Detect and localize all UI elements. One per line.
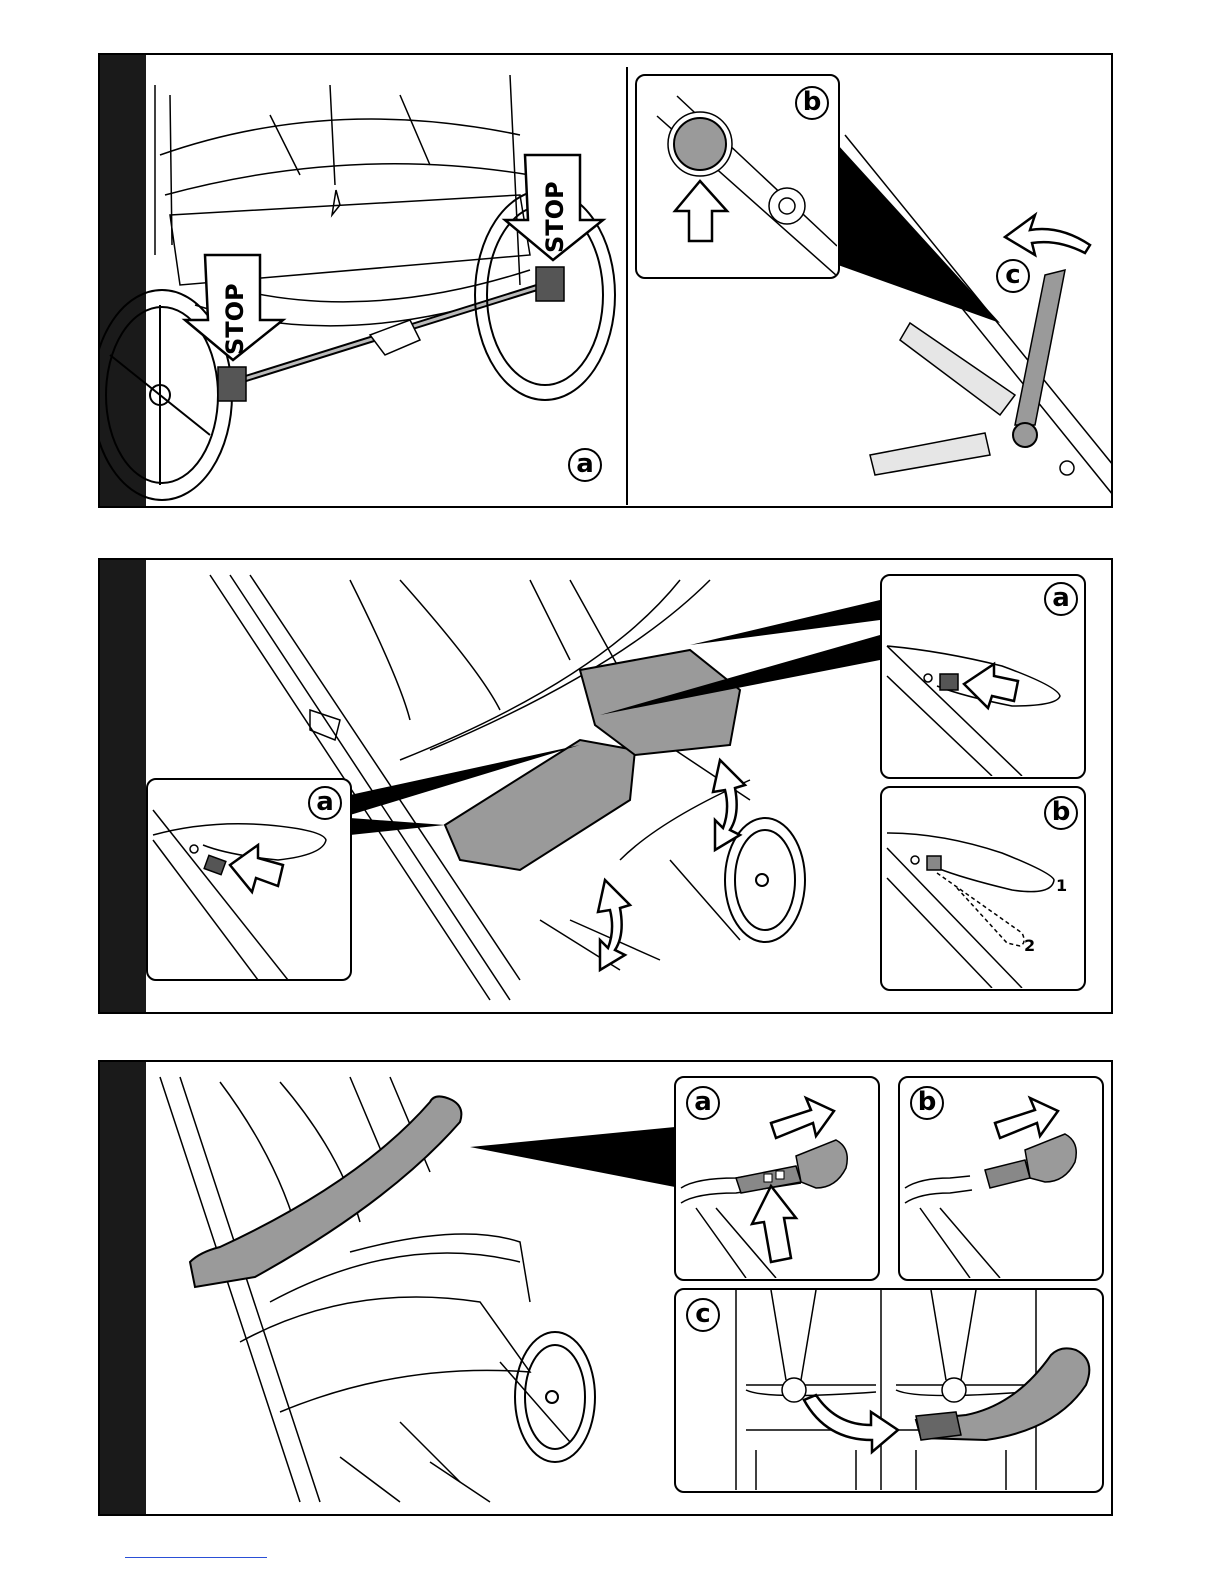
push-arrow-icon — [675, 181, 727, 241]
stop-label-right: STOP — [541, 181, 569, 253]
step-label-b: b — [795, 86, 829, 120]
push-arrow-icon — [230, 845, 283, 892]
step-label-a: a — [568, 448, 602, 482]
position-1-label: 1 — [1056, 876, 1067, 895]
stop-arrow-icon: STOP — [505, 155, 603, 260]
push-arrow-icon — [752, 1186, 796, 1262]
instruction-panel-2: a a b 1 2 — [98, 558, 1113, 1014]
step-label-c: c — [686, 1298, 720, 1332]
push-arrow-icon — [964, 664, 1018, 708]
remove-arrow-icon — [771, 1098, 834, 1138]
position-2-label: 2 — [1024, 936, 1035, 955]
instruction-panel-1: STOP STOP a c — [98, 53, 1113, 508]
rotate-arrow-icon — [1005, 215, 1090, 255]
inset-a-right-footrest-button: a — [880, 574, 1086, 779]
remove-arrow-icon — [995, 1098, 1058, 1138]
step-label-a-right: a — [1044, 582, 1078, 616]
lift-arrow-icon — [713, 760, 745, 850]
step-label-a-left: a — [308, 786, 342, 820]
inset-b-bumper-removed: b — [898, 1076, 1104, 1281]
inset-b-release-button: b — [635, 74, 840, 279]
inset-b-footrest-positions: b 1 2 — [880, 786, 1086, 991]
step-label-b: b — [910, 1086, 944, 1120]
inset-a-bumper-release: a — [674, 1076, 880, 1281]
inset-a-left-footrest-button: a — [146, 778, 352, 981]
rotate-arrow-icon — [804, 1395, 898, 1452]
lift-arrow-icon — [598, 880, 630, 970]
inset-c-bumper-crotch-strap: c — [674, 1288, 1104, 1493]
stroller-brake-illustration: STOP STOP — [100, 55, 1113, 508]
step-label-b: b — [1044, 796, 1078, 830]
step-label-c: c — [996, 259, 1030, 293]
footer-rule — [125, 1557, 267, 1558]
instruction-panel-3: a b — [98, 1060, 1113, 1516]
stop-label-left: STOP — [221, 283, 249, 355]
step-label-a: a — [686, 1086, 720, 1120]
